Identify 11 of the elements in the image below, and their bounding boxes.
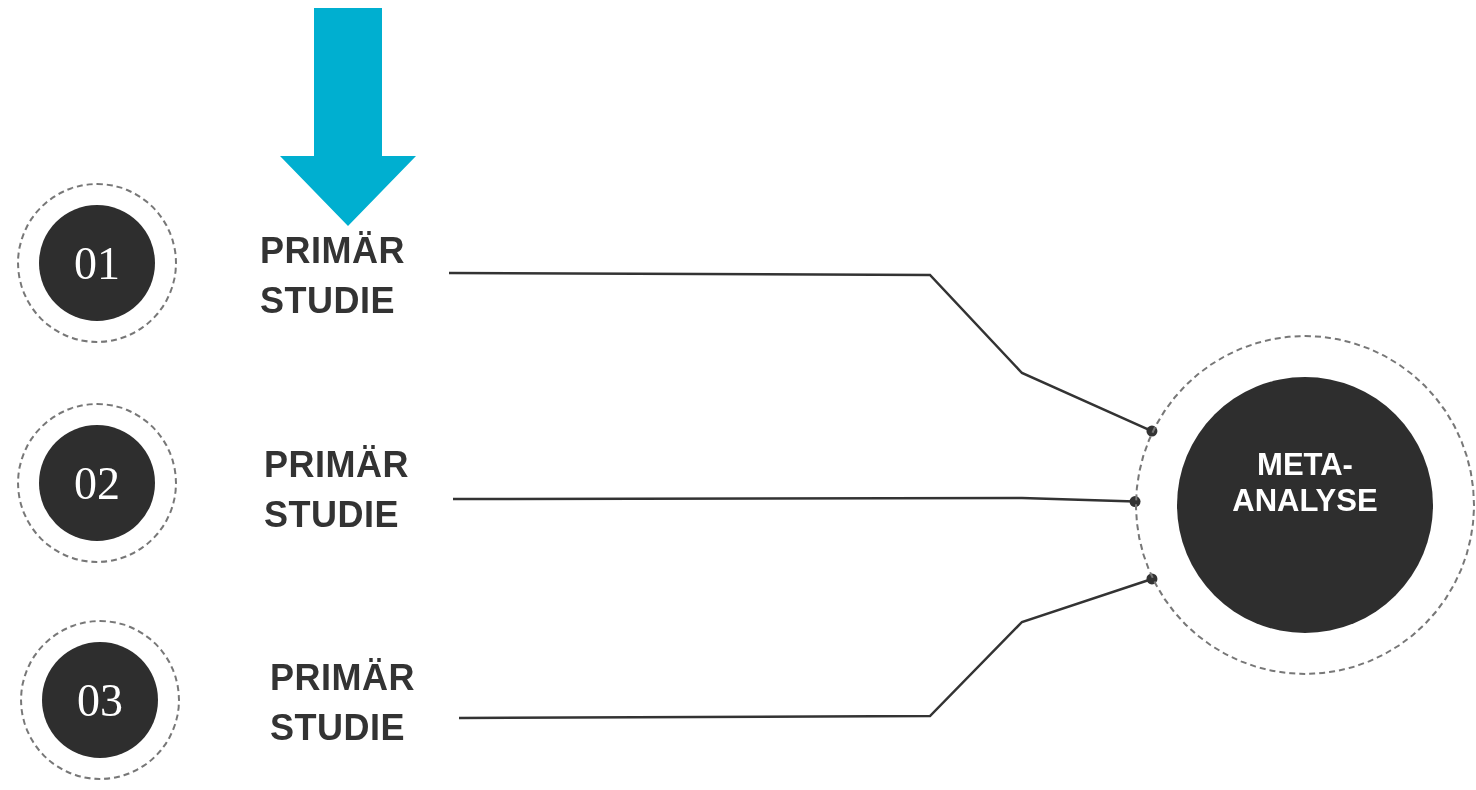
block-arrow [280,8,416,226]
node-text: META-ANALYSE [1231,447,1379,519]
study-label: PRIMÄR STUDIE [264,440,449,540]
number-circle: 01 [39,205,155,321]
connector-line [449,271,1158,437]
number-circle: 03 [42,642,158,758]
study-label: PRIMÄR STUDIE [270,653,455,753]
connector-line [459,573,1158,720]
connector-line [453,496,1141,508]
study-label: PRIMÄR STUDIE [260,226,445,326]
number-circle: 02 [39,425,155,541]
